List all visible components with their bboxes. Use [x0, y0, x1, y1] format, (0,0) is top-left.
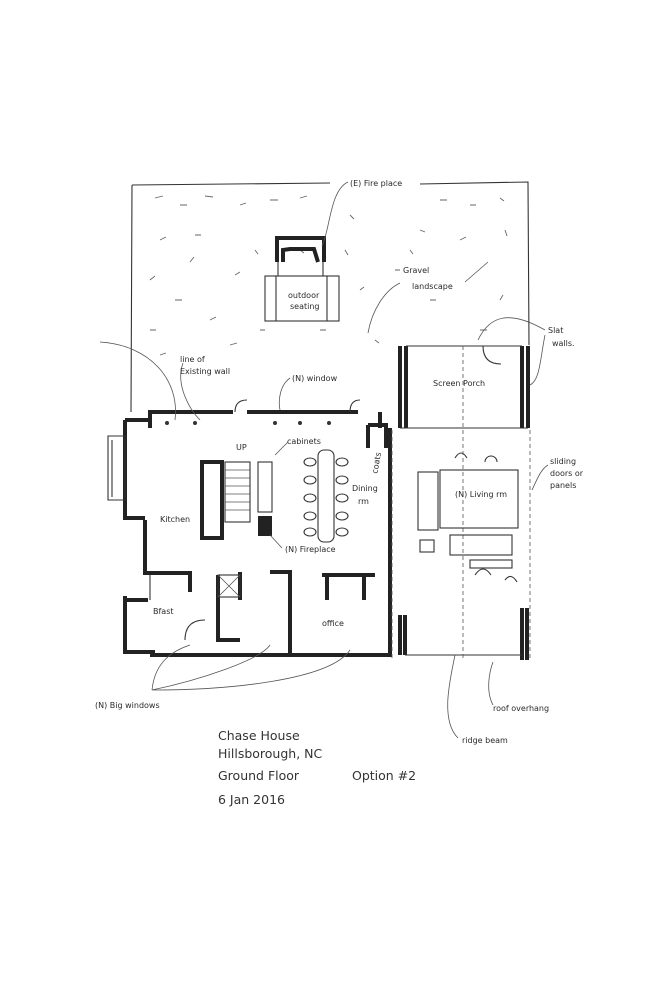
living-rug [439, 469, 519, 529]
label-gravel: Gravel [403, 266, 429, 275]
label-doors-or: doors or [550, 469, 584, 478]
house-walls [123, 410, 392, 657]
new-fireplace-mass [258, 516, 272, 536]
label-walls: walls. [552, 339, 575, 348]
stair [224, 461, 251, 523]
label-ridge-beam: ridge beam [462, 736, 508, 745]
outdoor-fireplace [275, 236, 326, 263]
existing-wall-columns [165, 421, 331, 425]
kitchen-island [200, 460, 224, 540]
title-option: Option #2 [352, 768, 416, 783]
label-new-window: (N) window [292, 374, 338, 383]
title-date: 6 Jan 2016 [218, 792, 285, 807]
label-panels: panels [550, 481, 576, 490]
label-office: office [322, 619, 344, 628]
outdoor-seating-area [264, 275, 340, 322]
label-dining-rm: rm [358, 497, 369, 506]
label-cabinets: cabinets [287, 437, 321, 446]
label-living-rm: (N) Living rm [455, 490, 507, 499]
label-bfast: Bfast [153, 607, 174, 616]
label-outdoor-seating: outdoor [288, 291, 320, 300]
title-project: Chase House [218, 728, 300, 743]
label-landscape: landscape [412, 282, 453, 291]
label-coats: coats [370, 452, 383, 475]
porch-slat-walls [398, 346, 530, 660]
label-kitchen: Kitchen [160, 515, 190, 524]
label-existing-wall: Existing wall [180, 367, 230, 376]
label-up: UP [236, 443, 247, 452]
label-outdoor-seating-2: seating [290, 302, 320, 311]
label-line-of: line of [180, 355, 205, 364]
label-big-windows: (N) Big windows [95, 701, 160, 710]
label-screen-porch: Screen Porch [433, 379, 485, 388]
title-location: Hillsborough, NC [218, 746, 323, 761]
label-roof-overhang: roof overhang [493, 704, 549, 713]
dining-table [317, 449, 335, 543]
gravel-hatching [149, 195, 508, 356]
leader-lines [99, 181, 549, 739]
label-dining: Dining [352, 484, 378, 493]
label-existing-fireplace: (E) Fire place [350, 179, 402, 188]
label-sliding: sliding [550, 457, 576, 466]
coat-closet [366, 423, 388, 448]
site-boundary [130, 181, 530, 413]
title-level: Ground Floor [218, 768, 300, 783]
label-slat: Slat [548, 326, 563, 335]
label-new-fireplace: (N) Fireplace [285, 545, 336, 554]
